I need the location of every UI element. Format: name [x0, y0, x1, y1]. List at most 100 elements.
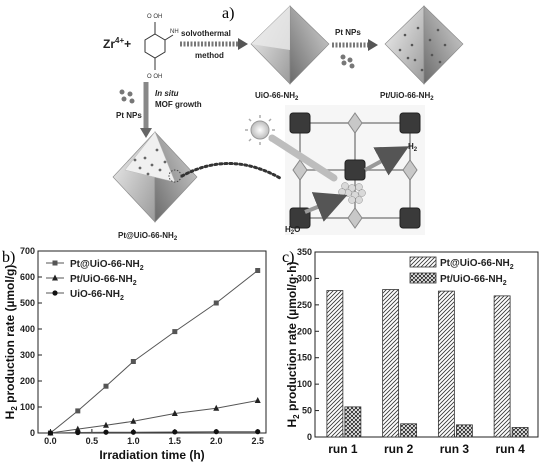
bar-diagonal-hatch	[382, 289, 400, 438]
y-tick-label: 100	[297, 379, 312, 389]
uio-label: UiO-66-NH2	[255, 91, 299, 102]
y-tick-label: 400	[20, 324, 35, 334]
mof-growth-label: MOF growth	[155, 100, 202, 109]
pt-nps-label: Pt NPs	[335, 28, 361, 37]
x-tick-label: 2.5	[251, 436, 264, 446]
data-point	[130, 417, 137, 424]
legend-label: UiO-66-NH2	[70, 289, 124, 302]
x-axis-title: Irradiation time (h)	[99, 448, 204, 462]
plot-frame	[314, 251, 539, 438]
mof-framework-icon	[268, 105, 425, 235]
solvothermal-arrow-icon	[180, 38, 248, 50]
bar-diagonal-hatch	[437, 290, 455, 438]
series-square	[47, 268, 261, 436]
data-point	[213, 429, 219, 435]
x-tick-label: 0.0	[44, 436, 57, 446]
bar-cross-hatch	[455, 424, 473, 438]
y-tick-label: 0	[30, 428, 35, 438]
solvothermal-label: solvothermal	[181, 29, 231, 38]
insitu-arrow-icon	[119, 82, 152, 138]
series-line	[50, 400, 258, 434]
y-tick-label: 250	[297, 300, 312, 310]
y-tick-label: 500	[20, 298, 35, 308]
series-triangle	[47, 397, 261, 436]
series-circle	[47, 429, 261, 436]
data-point	[103, 383, 109, 389]
pt-nps-left-label: Pt NPs	[116, 111, 142, 120]
legend-entry: Pt/UiO-66-NH2	[409, 272, 507, 287]
pt-uio-octahedron-icon	[384, 5, 464, 85]
legend-entry: Pt@UiO-66-NH2	[409, 256, 514, 271]
x-tick-label: 1.0	[127, 436, 140, 446]
method-label: method	[195, 51, 224, 60]
svg-text:O OH: O OH	[147, 14, 162, 20]
y-tick-label: 200	[20, 376, 35, 386]
y-tick-label: 100	[20, 402, 35, 412]
category-label: run 4	[495, 442, 525, 456]
y-tick-label: 300	[20, 350, 35, 360]
pt-arrow-icon	[332, 39, 378, 69]
legend-marker	[52, 260, 58, 266]
plot-frame	[37, 250, 267, 434]
pt-at-uio-label: Pt@UiO-66-NH2	[118, 231, 178, 242]
legend-entry: Pt@UiO-66-NH2	[46, 259, 144, 272]
bar-cross-hatch	[344, 406, 362, 438]
pt-at-uio-octahedron-icon	[112, 131, 198, 223]
legend-label: Pt@UiO-66-NH2	[440, 258, 514, 271]
category-label: run 3	[440, 442, 470, 456]
y-tick-label: 200	[297, 326, 312, 336]
legend-marker	[52, 290, 58, 296]
x-tick-label: 0.5	[86, 436, 99, 446]
data-point	[102, 421, 109, 428]
linker-molecule-icon: NH O OH O OH	[144, 14, 179, 80]
bar-diagonal-hatch	[493, 295, 511, 438]
legend-entry: UiO-66-NH2	[46, 289, 124, 302]
y-tick-label: 150	[297, 353, 312, 363]
y-tick-label: 600	[20, 272, 35, 282]
y-tick-label: 50	[302, 406, 312, 416]
y-tick-label: 350	[297, 247, 312, 257]
h2o-label: H2O	[285, 225, 300, 236]
data-point	[213, 300, 219, 306]
data-point	[130, 359, 136, 364]
panel-a-schematic: a) Zr4++ NH O OH O OH solvothermal metho…	[103, 5, 464, 242]
data-point	[171, 410, 178, 416]
legend-label: Pt@UiO-66-NH2	[70, 259, 144, 272]
zr-ion-label: Zr4++	[103, 36, 131, 51]
svg-text:O OH: O OH	[147, 74, 162, 80]
y-axis-title: H2 production rate (µmol/g)	[3, 265, 19, 420]
data-point	[103, 429, 109, 435]
category-label: run 1	[328, 442, 358, 456]
legend-marker	[52, 274, 58, 281]
panel-b-letter: b)	[2, 249, 15, 266]
uio-octahedron-icon	[250, 5, 330, 85]
data-point	[47, 430, 54, 436]
insitu-label: In situ	[155, 89, 179, 98]
panel-a-letter: a)	[222, 5, 234, 22]
data-point	[75, 429, 81, 436]
x-tick-label: 2.0	[210, 436, 223, 446]
y-axis-title: H2 production rate (µmol/g·h)	[285, 261, 301, 427]
data-point	[255, 429, 261, 435]
legend-label: Pt/UiO-66-NH2	[440, 274, 507, 287]
y-tick-label: 0	[307, 432, 312, 442]
bar-cross-hatch	[511, 427, 529, 438]
bar-diagonal-hatch	[326, 290, 344, 438]
data-point	[254, 397, 261, 403]
x-tick-label: 1.5	[169, 436, 182, 446]
data-point	[213, 404, 220, 411]
panel-b-line-chart: b) 0.0 0.5 1.0 1.5 2.0 2.5 0 100 200 300 400 500 600…	[2, 246, 267, 462]
h2-label: H2	[408, 142, 418, 153]
legend-swatch	[409, 272, 437, 284]
bar-cross-hatch	[400, 423, 418, 438]
zoom-dotted-arrow-icon	[180, 162, 282, 180]
data-point	[75, 408, 81, 414]
data-point	[255, 268, 261, 273]
data-point	[130, 429, 136, 435]
panel-c-letter: c)	[282, 249, 294, 266]
svg-text:NH: NH	[170, 29, 179, 35]
legend-label: Pt/UiO-66-NH2	[70, 274, 137, 287]
legend-swatch	[409, 256, 437, 268]
